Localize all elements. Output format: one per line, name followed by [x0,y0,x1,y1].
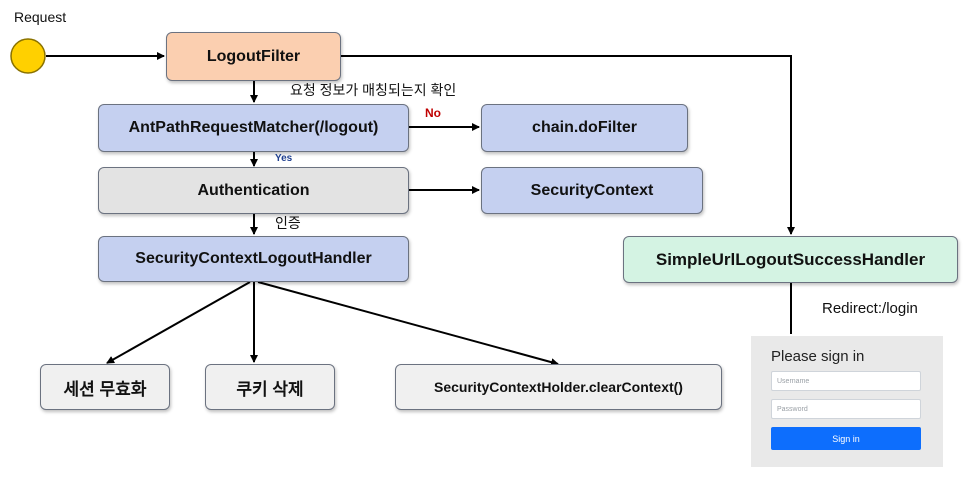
chain-dofilter-label: chain.doFilter [532,119,637,136]
success-handler-node: SimpleUrlLogoutSuccessHandler [623,236,958,283]
logout-handler-node: SecurityContextLogoutHandler [98,236,409,282]
request-dot [10,38,46,74]
yes-label: Yes [275,153,293,164]
cookie-delete-label: 쿠키 삭제 [236,379,304,399]
success-handler-label: SimpleUrlLogoutSuccessHandler [655,249,926,269]
redirect-label: Redirect:/login [822,300,918,317]
chain-dofilter-node: chain.doFilter [481,104,688,152]
authentication-node: Authentication [98,167,409,214]
arrow-handler-to-clear-context [257,281,559,367]
authentication-label: Authentication [197,181,310,199]
security-context-label: SecurityContext [530,181,654,199]
login-title: Please sign in [771,348,865,365]
logout-filter-label: LogoutFilter [206,47,301,65]
logout-filter-node: LogoutFilter [166,32,341,81]
session-invalidate-label: 세션 무효화 [63,379,147,399]
session-invalidate-node: 세션 무효화 [40,364,170,410]
clear-context-node: SecurityContextHolder.clearContext() [395,364,722,410]
arrow-handler-to-session [106,281,251,364]
cookie-delete-node: 쿠키 삭제 [205,364,335,410]
no-label: No [425,106,441,120]
sign-in-button[interactable]: Sign in [771,427,921,450]
username-field[interactable]: Username [771,371,921,391]
match-check-label: 요청 정보가 매칭되는지 확인 [290,82,457,98]
request-label: Request [14,9,67,25]
security-context-node: SecurityContext [481,167,703,214]
clear-context-label: SecurityContextHolder.clearContext() [434,379,683,395]
ant-path-matcher-label: AntPathRequestMatcher(/logout) [128,119,379,136]
password-field[interactable]: Password [771,399,921,419]
arrow-filter-to-success-handler [341,55,795,235]
logout-handler-label: SecurityContextLogoutHandler [135,250,372,267]
login-page-preview: Please sign in Username Password Sign in [751,336,943,467]
ant-path-matcher-node: AntPathRequestMatcher(/logout) [98,104,409,152]
auth-label: 인증 [275,215,301,231]
